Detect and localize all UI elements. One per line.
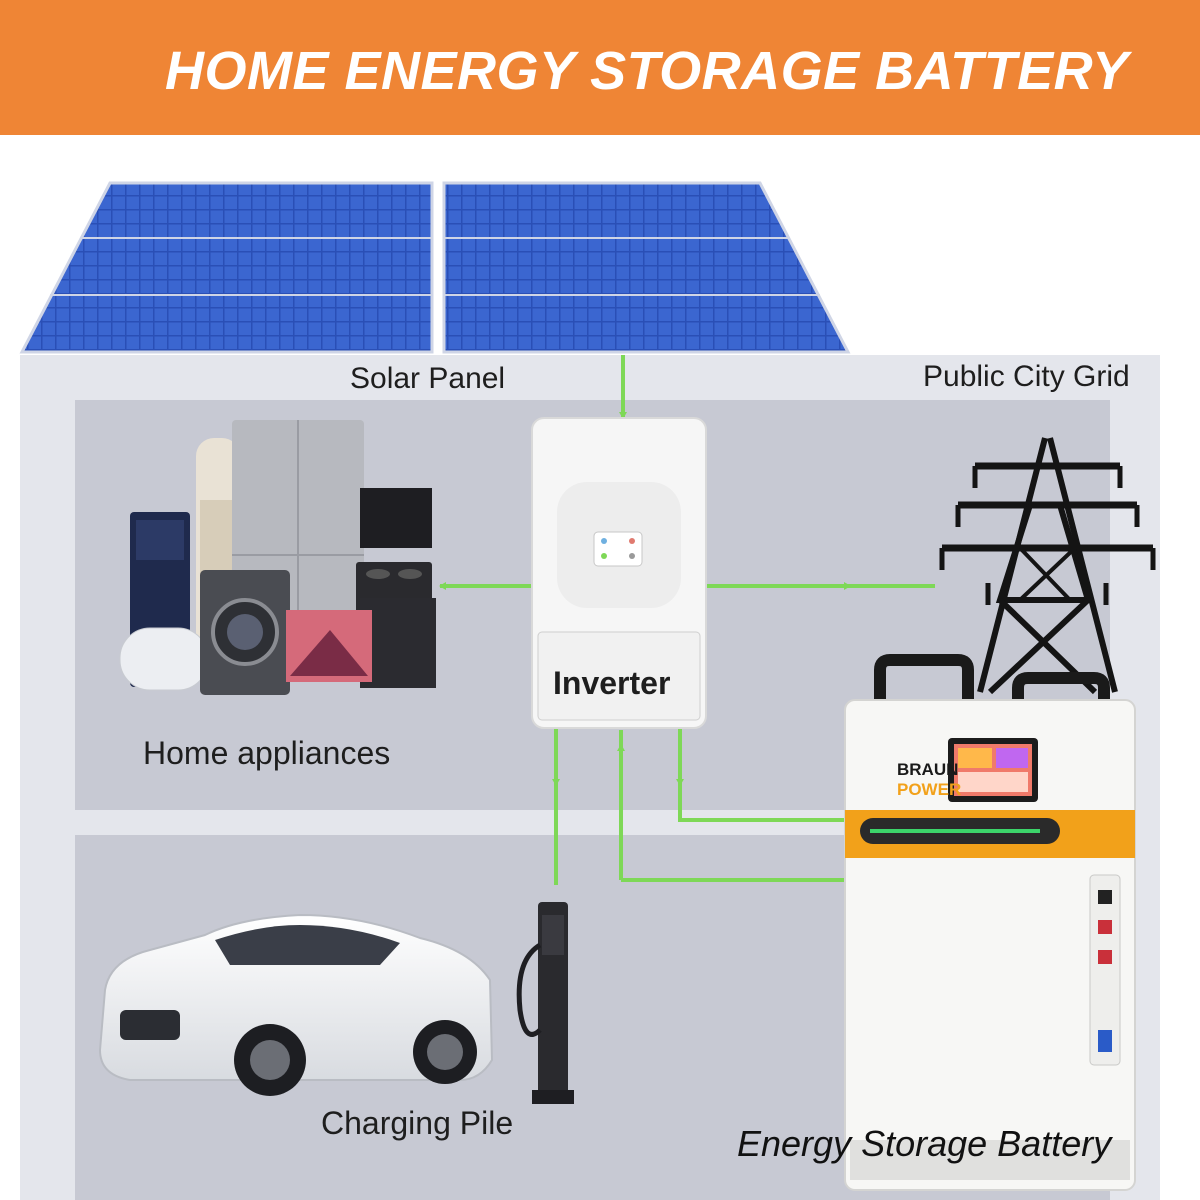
charging-pile-icon bbox=[516, 902, 574, 1104]
solar-panel-icon bbox=[19, 181, 851, 354]
inverter-icon bbox=[531, 417, 707, 729]
battery-icon bbox=[844, 654, 1136, 1191]
inverter-label: Inverter bbox=[553, 665, 671, 701]
charging-pile-label: Charging Pile bbox=[321, 1105, 514, 1141]
header-banner: HOME ENERGY STORAGE BATTERY bbox=[0, 0, 1200, 135]
battery-brand-line2: POWER bbox=[897, 780, 962, 799]
battery-brand-logo: BRAUN POWER bbox=[897, 760, 961, 800]
battery-brand-line1: BRAUN bbox=[897, 760, 959, 779]
energy-storage-battery-label: Energy Storage Battery bbox=[737, 1123, 1112, 1164]
power-tower-icon bbox=[939, 437, 1156, 695]
energy-flow-lines bbox=[439, 355, 935, 885]
home-appliances-label: Home appliances bbox=[143, 735, 391, 771]
appliances-icon bbox=[119, 420, 436, 695]
public-city-grid-label: Public City Grid bbox=[923, 360, 1130, 393]
page-title: HOME ENERGY STORAGE BATTERY bbox=[165, 41, 1129, 101]
car-icon bbox=[98, 913, 494, 1096]
solar-panel-label: Solar Panel bbox=[350, 362, 506, 395]
